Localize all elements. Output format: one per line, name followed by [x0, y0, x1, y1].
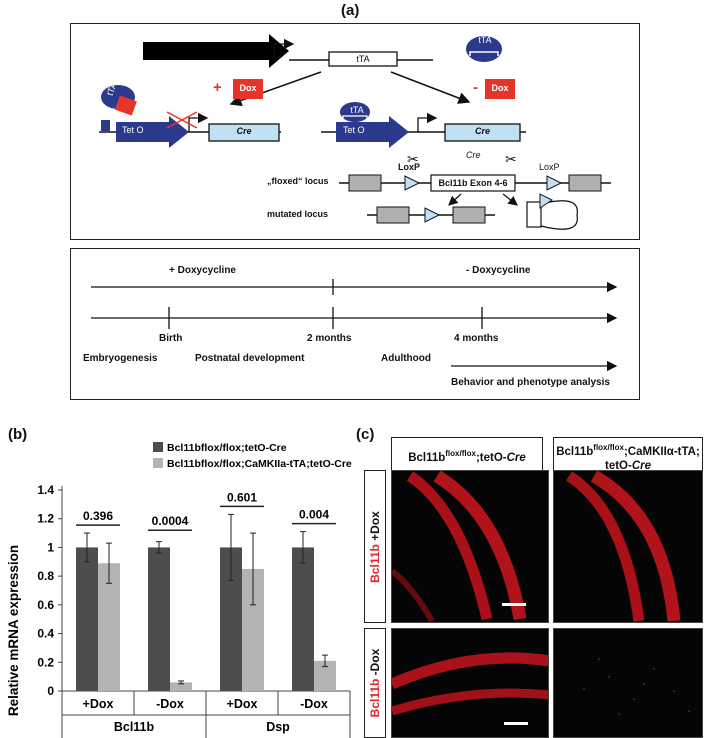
bar-1-+Dox — [76, 547, 98, 691]
bar-1-+Dox — [220, 547, 242, 691]
micrograph-mutant-minus-dox — [553, 628, 703, 738]
tta-protein-bound — [340, 102, 370, 122]
promoter-label: CaMKII α promoter — [153, 28, 234, 38]
four-months-label: 4 months — [454, 333, 499, 344]
teto-left-arrow — [116, 116, 189, 148]
cre-box-right — [444, 123, 521, 142]
cre-left-label: Cre — [236, 126, 252, 136]
dox-plus-label: Dox — [239, 83, 257, 93]
micrograph-control-minus-dox — [391, 628, 549, 738]
cre-box-left — [208, 123, 280, 142]
plus-dox-label: + Doxycycline — [169, 265, 236, 276]
dox-plus-box — [233, 79, 263, 99]
y-tick-label: 0.6 — [37, 598, 54, 612]
dox-minus-box — [485, 79, 515, 99]
tta-protein-label: tTA — [478, 35, 492, 45]
y-tick-label: 1 — [47, 540, 54, 554]
bar-1--Dox — [292, 547, 314, 691]
tta-gene-box — [328, 51, 398, 67]
exon-box — [430, 174, 516, 192]
loxp-right-label: LoxP — [539, 162, 560, 172]
p-value-label: 0.004 — [299, 508, 329, 522]
treatment-timeline: + Doxycycline - Doxycycline Birth 2 mont… — [70, 248, 640, 400]
minus-dox-label: - Doxycycline — [466, 265, 531, 276]
y-tick-label: 0.8 — [37, 569, 54, 583]
plus-sign: + — [213, 79, 222, 96]
panel-b-label: (b) — [8, 426, 28, 443]
dox-minus-label: Dox — [491, 83, 509, 93]
gene-construct-diagram: ✂ ✂ CaMKII α promoter tTA tTA tTA + Dox … — [70, 23, 640, 240]
cre-enzyme-label: Cre — [466, 150, 481, 160]
teto-right-label: Tet O — [343, 125, 365, 135]
exon-label: Bcl11b Exon 4-6 — [438, 178, 508, 188]
x-tick-label: -Dox — [300, 697, 328, 711]
row-label-minus-dox: Bcl11b -Dox — [364, 628, 386, 738]
y-tick-label: 1.4 — [37, 483, 54, 497]
timeline-graphics — [91, 279, 618, 372]
adulthood-label: Adulthood — [381, 353, 431, 364]
p-value-label: 0.396 — [83, 509, 113, 523]
tta-box-label: tTA — [356, 54, 370, 64]
bar-2-+Dox — [242, 568, 264, 691]
group-label: Bcl11b — [114, 720, 155, 734]
construct-graphics: ✂ ✂ — [99, 34, 611, 230]
p-value-label: 0.0004 — [152, 514, 189, 528]
camkii-promoter-arrow — [143, 34, 289, 68]
p-value-label: 0.601 — [227, 490, 257, 504]
floxed-locus-label: „floxed“ locus — [267, 176, 329, 186]
postnatal-label: Postnatal development — [195, 353, 305, 364]
row-label-plus-dox: Bcl11b +Dox — [364, 470, 386, 623]
embryogenesis-label: Embryogenesis — [83, 353, 158, 364]
minus-sign: - — [473, 79, 478, 96]
y-axis-title: Relative mRNA expression — [6, 545, 21, 716]
bar-1--Dox — [148, 547, 170, 691]
x-tick-label: +Dox — [227, 697, 258, 711]
teto-left-label: Tet O — [122, 125, 144, 135]
legend-swatch-1 — [153, 442, 163, 452]
tta-bound-label: tTA — [350, 105, 364, 115]
legend-label-1: Bcl11bflox/flox;tetO-Cre — [167, 442, 287, 454]
scissors-icon: ✂ — [407, 152, 419, 168]
mutated-locus-label: mutated locus — [267, 209, 329, 219]
panel-a-label: (a) — [341, 2, 360, 19]
y-tick-label: 0.4 — [37, 627, 54, 641]
mrna-bar-chart: Bcl11bflox/flox;tetO-CreBcl11bflox/flox;… — [6, 442, 352, 738]
panel-c-label: (c) — [356, 426, 375, 443]
column-header-control: Bcl11bflox/flox;tetO-Cre — [391, 437, 543, 471]
micrograph-control-plus-dox — [391, 470, 549, 623]
bar-2--Dox — [314, 660, 336, 691]
loxp-left-label: LoxP — [398, 162, 421, 172]
bar-2-+Dox — [98, 563, 120, 691]
scissors-icon-2: ✂ — [505, 152, 517, 168]
two-months-label: 2 months — [307, 333, 352, 344]
birth-label: Birth — [159, 333, 183, 344]
y-tick-label: 0.2 — [37, 655, 54, 669]
tta-protein-top — [466, 36, 502, 62]
y-tick-label: 0 — [47, 684, 54, 698]
x-tick-label: -Dox — [156, 697, 184, 711]
teto-right-arrow — [336, 116, 409, 148]
legend-label-2: Bcl11bflox/flox;CaMKIIa-tTA;tetO-Cre — [167, 458, 352, 470]
micrograph-mutant-plus-dox — [553, 470, 703, 623]
legend-swatch-2 — [153, 458, 163, 468]
y-tick-label: 1.2 — [37, 512, 54, 526]
x-tick-label: +Dox — [83, 697, 114, 711]
behavior-label: Behavior and phenotype analysis — [451, 377, 610, 388]
cre-right-label: Cre — [474, 126, 490, 136]
bar-2--Dox — [170, 682, 192, 691]
group-label: Dsp — [266, 720, 290, 734]
